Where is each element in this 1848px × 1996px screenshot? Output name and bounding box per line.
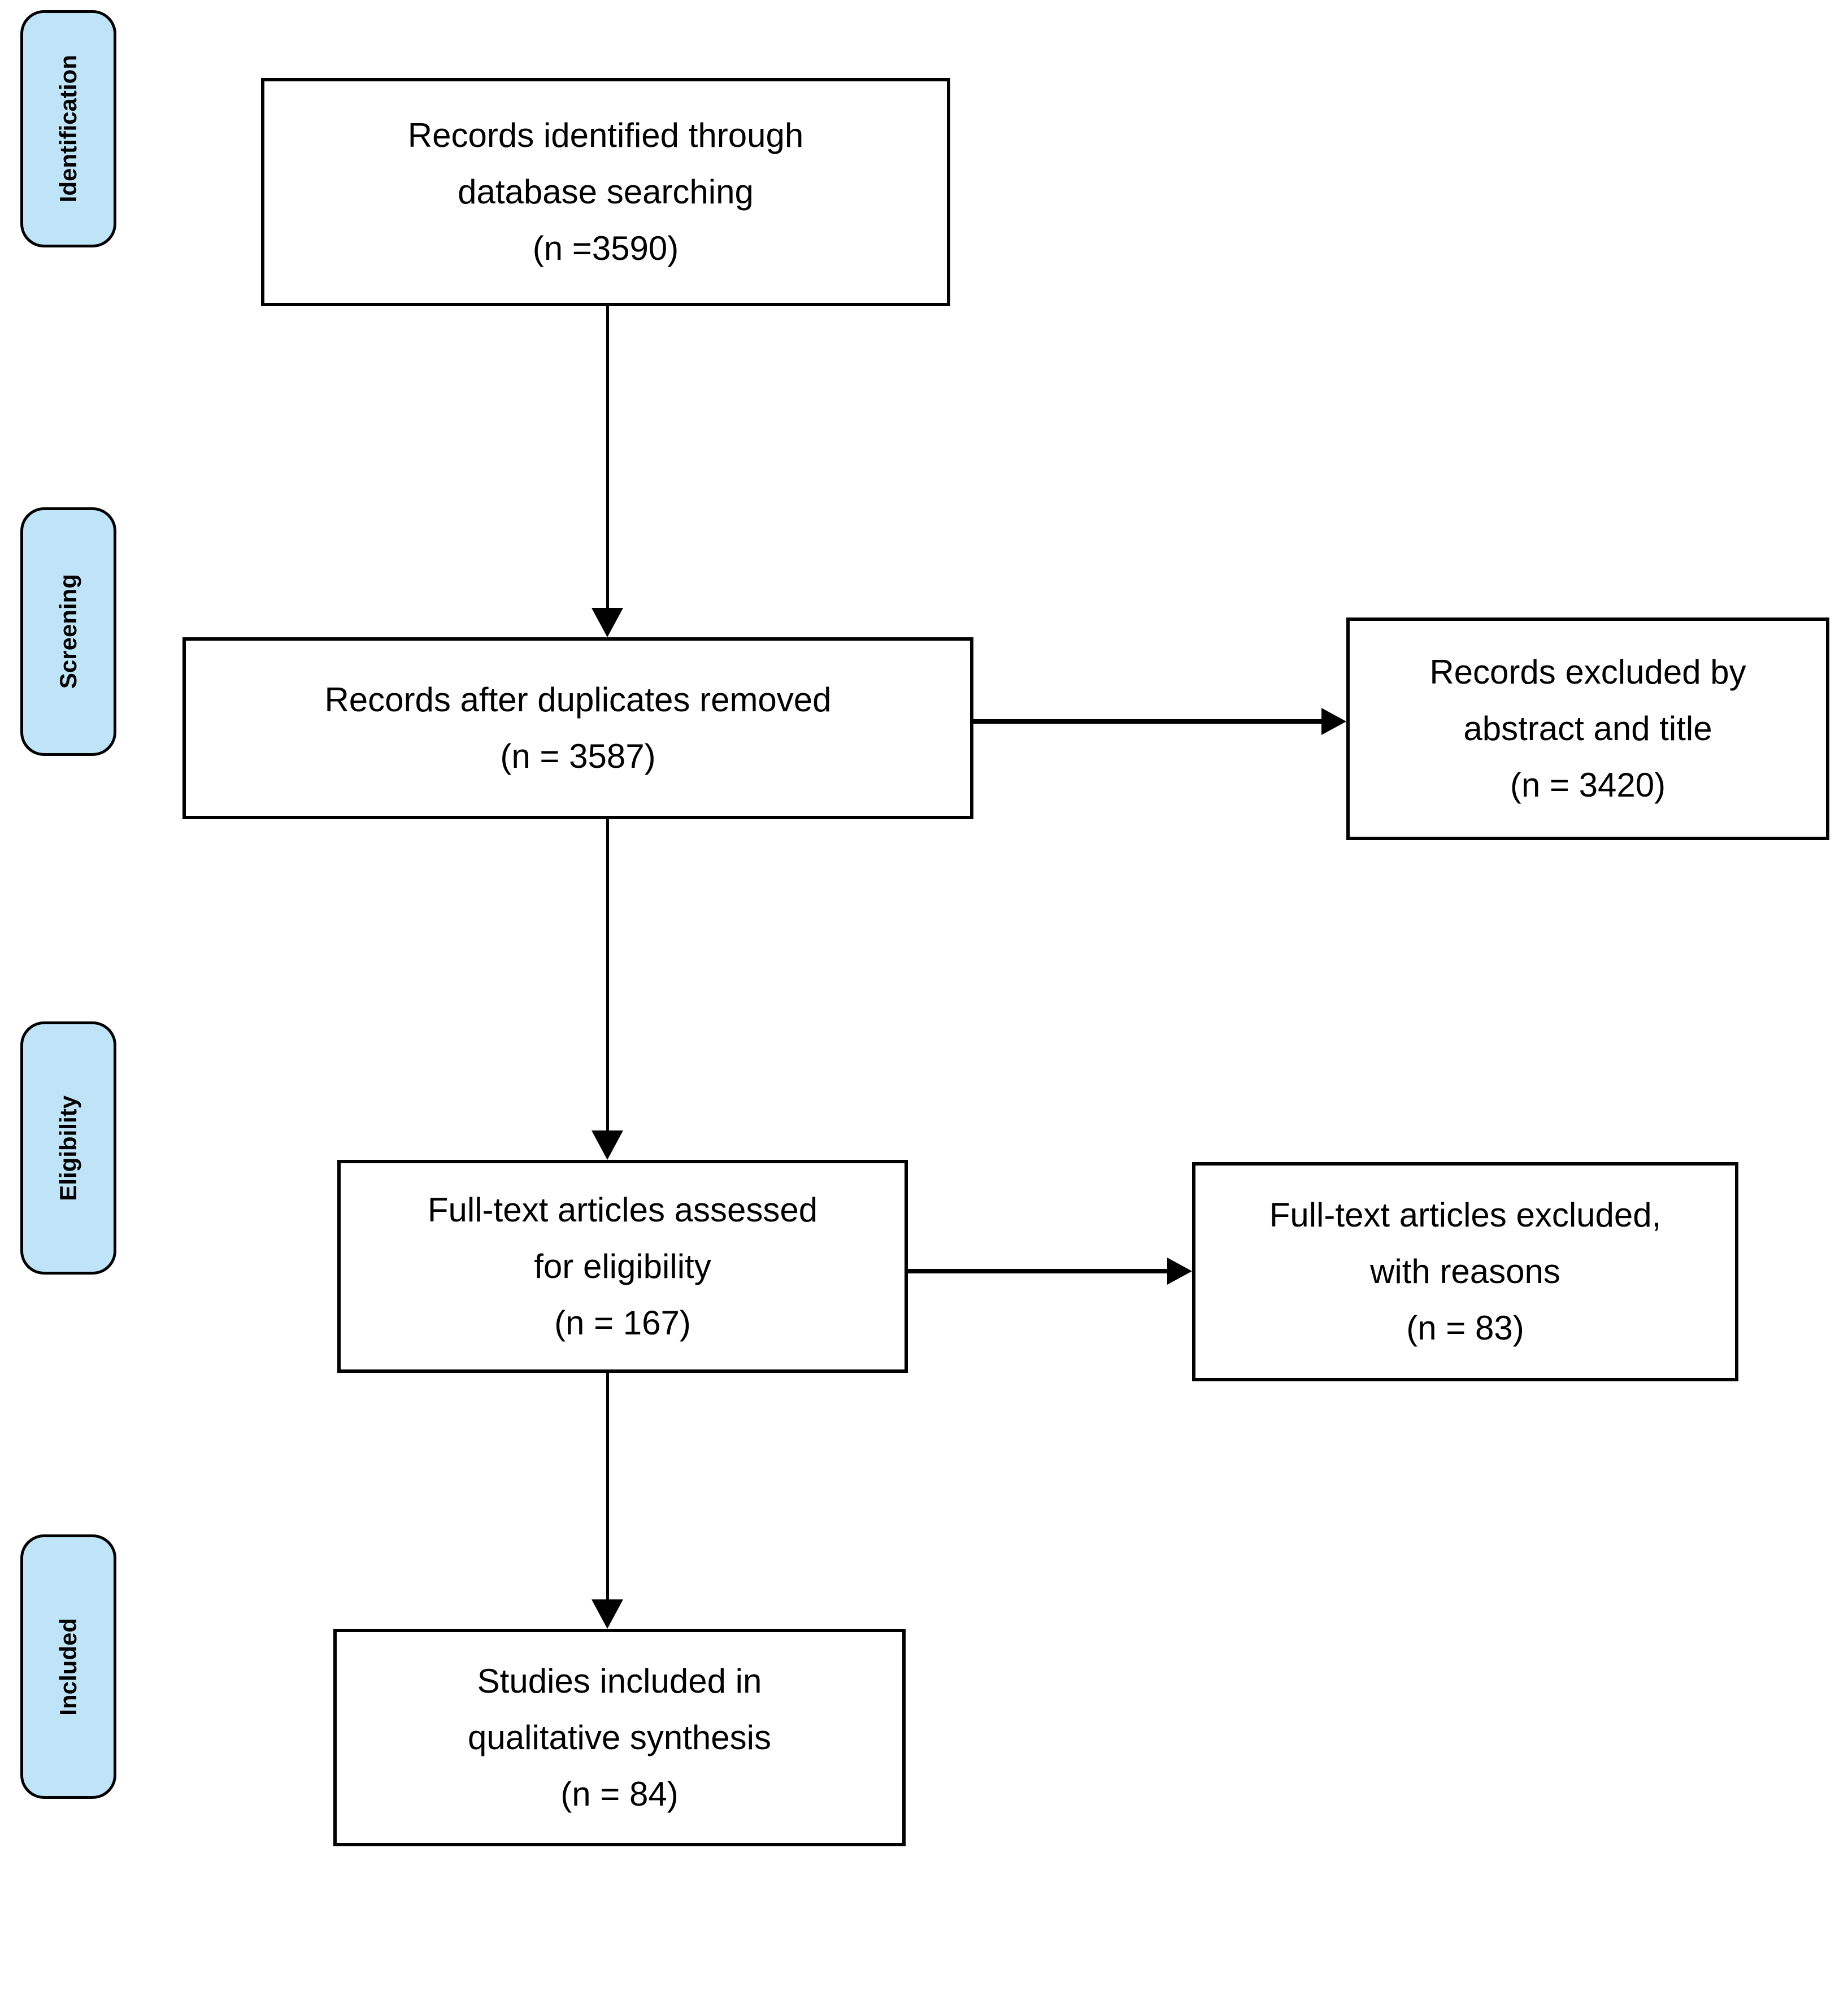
box-text-line: Records after duplicates removed	[324, 681, 832, 719]
arrow-fulltext-to-included-line	[606, 1373, 609, 1601]
arrow-right-icon	[1167, 1258, 1192, 1285]
box-text-line: database searching	[458, 173, 754, 211]
box-text-line: abstract and title	[1463, 710, 1712, 747]
box-records-excluded-abstract-title: Records excluded by abstract and title (…	[1346, 618, 1829, 840]
stage-label-eligibility: Eligibility	[55, 1095, 81, 1201]
stage-tab-included: Included	[20, 1534, 116, 1799]
box-count-line: (n = 167)	[554, 1303, 691, 1342]
box-text-line: Studies included in	[477, 1662, 762, 1700]
arrow-down-icon	[592, 1599, 623, 1629]
stage-tab-screening: Screening	[20, 507, 116, 756]
stage-tab-identification: Identification	[20, 10, 116, 247]
box-text-line: with reasons	[1370, 1253, 1560, 1290]
box-text-line: Full-text articles excluded,	[1269, 1196, 1662, 1234]
stage-label-included: Included	[55, 1617, 81, 1716]
box-count-line: (n = 3420)	[1510, 766, 1666, 804]
box-records-after-duplicates: Records after duplicates removed (n = 35…	[182, 637, 973, 819]
arrow-down-icon	[592, 608, 623, 637]
arrow-down-icon	[592, 1130, 623, 1160]
stage-label-identification: Identification	[55, 55, 81, 203]
box-fulltext-excluded: Full-text articles excluded, with reason…	[1192, 1162, 1738, 1381]
box-text-line: for eligibility	[534, 1247, 711, 1285]
arrow-deduplicated-to-excluded-line	[973, 719, 1323, 724]
box-text-line: Records identified through	[407, 116, 804, 154]
arrow-fulltext-to-excluded-line	[908, 1269, 1168, 1273]
box-text-line: Full-text articles assessed	[427, 1190, 818, 1229]
arrow-deduplicated-to-fulltext-line	[606, 819, 609, 1132]
box-count-line: (n =3590)	[532, 229, 679, 267]
box-records-identified: Records identified through database sear…	[261, 78, 950, 306]
arrow-identified-to-deduplicated-line	[606, 306, 609, 609]
box-text-line: qualitative synthesis	[468, 1718, 771, 1756]
stage-tab-eligibility: Eligibility	[20, 1021, 116, 1275]
stage-label-screening: Screening	[55, 574, 81, 689]
box-count-line: (n = 83)	[1406, 1309, 1524, 1347]
box-count-line: (n = 84)	[560, 1775, 679, 1813]
box-fulltext-assessed: Full-text articles assessed for eligibil…	[337, 1160, 908, 1373]
box-studies-included: Studies included in qualitative synthesi…	[333, 1629, 906, 1846]
box-text-line: Records excluded by	[1429, 653, 1746, 691]
box-count-line: (n = 3587)	[500, 737, 656, 775]
arrow-right-icon	[1321, 708, 1346, 735]
